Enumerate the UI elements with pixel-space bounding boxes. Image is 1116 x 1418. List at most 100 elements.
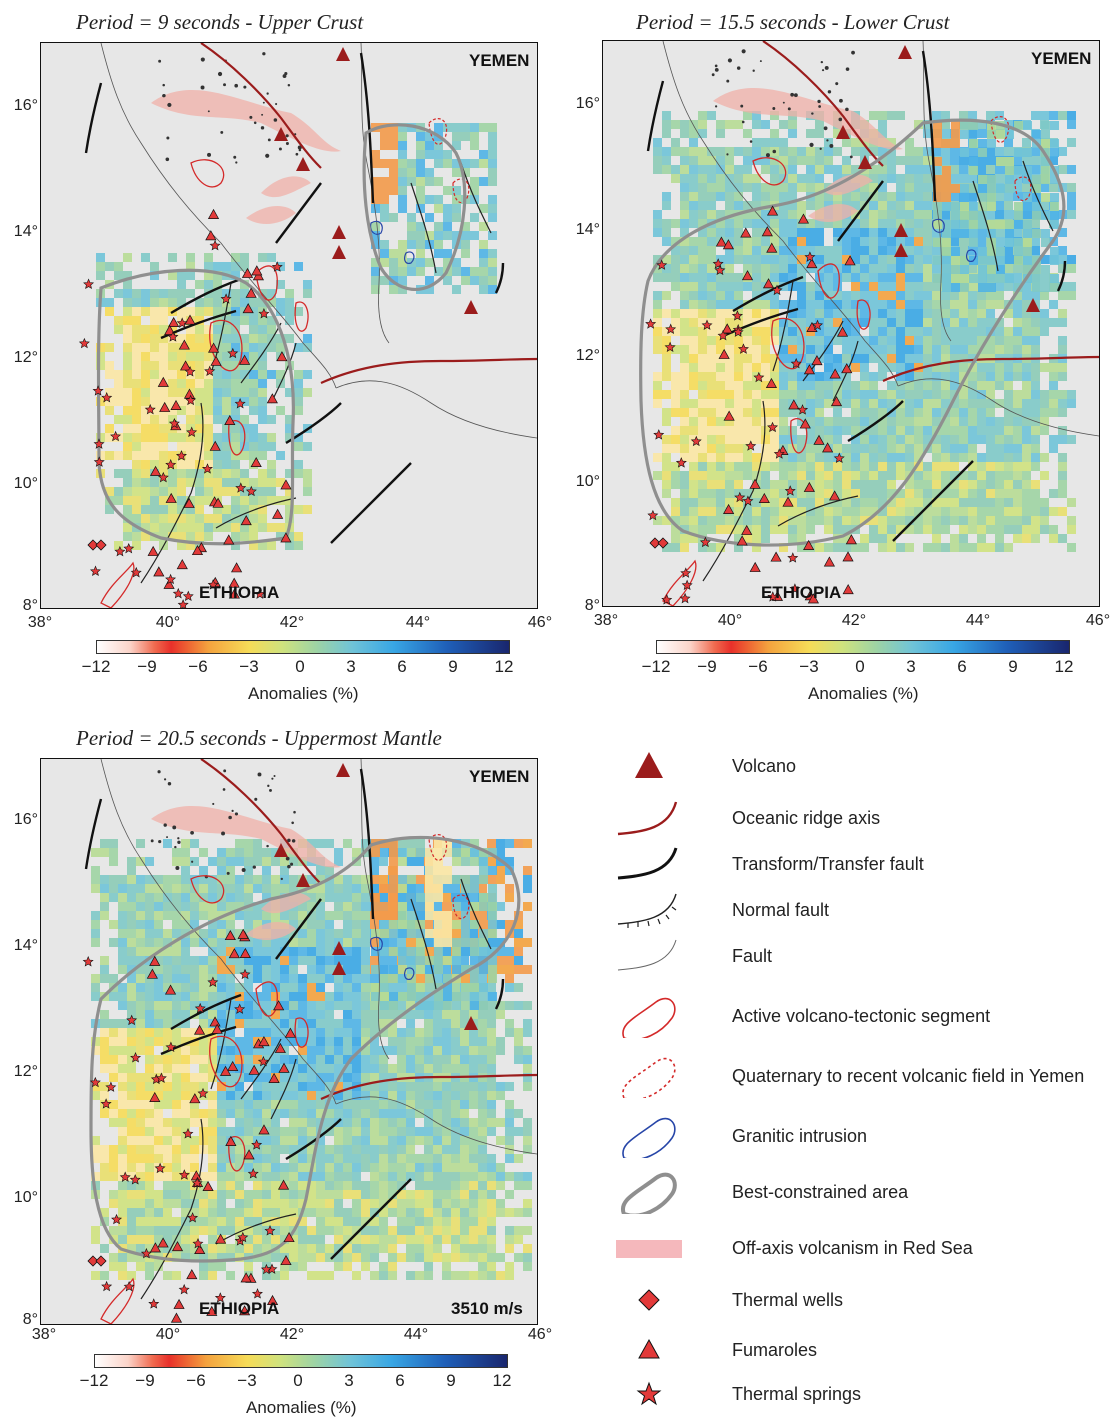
anomaly-cell [316, 884, 325, 893]
anomaly-cell [887, 111, 896, 120]
anomaly-cell [707, 165, 716, 174]
anomaly-cell [779, 138, 788, 147]
anomaly-cell [91, 866, 100, 875]
anomaly-cell [752, 156, 761, 165]
anomaly-cell [806, 309, 815, 318]
anomaly-cell [334, 902, 343, 911]
anomaly-cell [824, 318, 833, 327]
thermal-spring-marker [177, 599, 189, 608]
anomaly-cell [914, 300, 923, 309]
anomaly-cell [316, 1172, 325, 1181]
anomaly-cell [842, 237, 851, 246]
anomaly-cell [398, 186, 407, 195]
anomaly-cell [244, 983, 253, 992]
anomaly-cell [172, 1145, 181, 1154]
anomaly-cell [186, 460, 195, 469]
anomaly-cell [1013, 417, 1022, 426]
anomaly-cell [181, 1082, 190, 1091]
anomaly-cell [361, 1136, 370, 1145]
anomaly-cell [932, 471, 941, 480]
anomaly-cell [505, 1109, 514, 1118]
anomaly-cell [150, 352, 159, 361]
anomaly-cell [114, 289, 123, 298]
anomaly-cell [424, 1172, 433, 1181]
anomaly-cell [987, 184, 996, 193]
anomaly-cell [788, 219, 797, 228]
anomaly-cell [707, 147, 716, 156]
anomaly-cell [253, 1019, 262, 1028]
anomaly-cell [851, 498, 860, 507]
anomaly-cell [987, 193, 996, 202]
anomaly-cell [181, 1163, 190, 1172]
anomaly-cell [100, 974, 109, 983]
anomaly-cell [132, 397, 141, 406]
anomaly-cell [271, 1055, 280, 1064]
anomaly-cell [118, 920, 127, 929]
anomaly-cell [177, 289, 186, 298]
anomaly-cell [770, 309, 779, 318]
lat-tick: 16° [575, 95, 600, 112]
anomaly-cell [707, 192, 716, 201]
anomaly-cell [942, 256, 951, 265]
anomaly-cell [986, 156, 995, 165]
anomaly-cell [352, 1127, 361, 1136]
anomaly-cell [923, 219, 932, 228]
anomaly-cell [842, 219, 851, 228]
anomaly-cell [267, 433, 276, 442]
anomaly-cell [851, 354, 860, 363]
anomaly-cell [887, 264, 896, 273]
anomaly-cell [181, 893, 190, 902]
anomaly-cell [442, 1010, 451, 1019]
anomaly-cell [235, 1154, 244, 1163]
anomaly-cell [932, 147, 941, 156]
anomaly-cell [181, 965, 190, 974]
anomaly-cell [262, 1055, 271, 1064]
anomaly-cell [163, 1100, 172, 1109]
anomaly-cell [1050, 148, 1059, 157]
anomaly-cell [761, 255, 770, 264]
anomaly-cell [240, 262, 249, 271]
anomaly-cell [950, 444, 959, 453]
anomaly-cell [213, 505, 222, 514]
anomaly-cell [154, 929, 163, 938]
anomaly-cell [914, 498, 923, 507]
anomaly-cell [986, 300, 995, 309]
anomaly-cell [425, 168, 434, 177]
anomaly-cell [761, 534, 770, 543]
anomaly-cell [653, 291, 662, 300]
anomaly-cell [941, 156, 950, 165]
anomaly-cell [298, 1073, 307, 1082]
anomaly-cell [262, 1100, 271, 1109]
anomaly-cell [389, 141, 398, 150]
anomaly-cell [136, 1127, 145, 1136]
anomaly-cell [406, 1001, 415, 1010]
anomaly-cell [442, 1028, 451, 1037]
anomaly-cell [941, 345, 950, 354]
anomaly-cell [987, 265, 996, 274]
transform-fault [646, 80, 665, 152]
anomaly-cell [1041, 157, 1050, 166]
anomaly-cell [779, 264, 788, 273]
anomaly-cell [240, 478, 249, 487]
anomaly-cell [271, 1019, 280, 1028]
anomaly-cell [434, 150, 443, 159]
anomaly-cell [235, 1037, 244, 1046]
anomaly-cell [280, 1127, 289, 1136]
anomaly-cell [136, 983, 145, 992]
anomaly-cell [969, 166, 978, 175]
anomaly-cell [195, 388, 204, 397]
anomaly-cell [159, 388, 168, 397]
anomaly-cell [168, 406, 177, 415]
anomaly-cell [145, 1073, 154, 1082]
anomaly-cell [371, 195, 380, 204]
anomaly-cell [969, 139, 978, 148]
anomaly-cell [1022, 390, 1031, 399]
anomaly-cell [716, 471, 725, 480]
anomaly-cell [105, 487, 114, 496]
anomaly-cell [797, 525, 806, 534]
anomaly-cell [788, 120, 797, 129]
anomaly-cell [842, 138, 851, 147]
anomaly-cell [1031, 453, 1040, 462]
anomaly-cell [91, 884, 100, 893]
anomaly-cell [177, 442, 186, 451]
